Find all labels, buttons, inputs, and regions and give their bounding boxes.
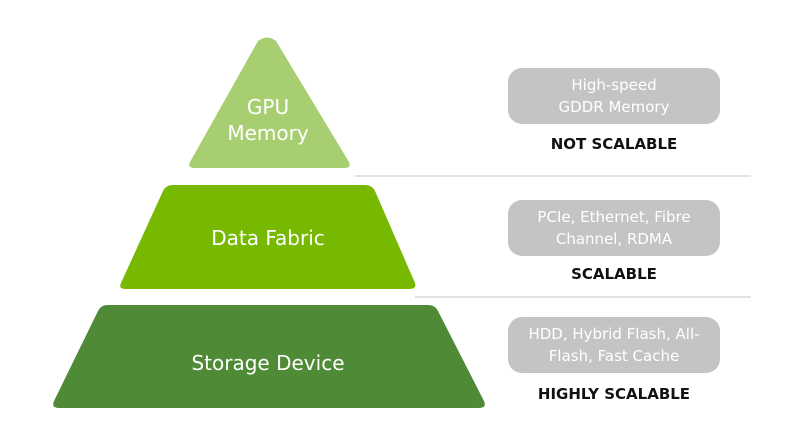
- tier-label-storage-device: Storage Device: [191, 351, 345, 375]
- scalability-label-gpu-memory: NOT SCALABLE: [550, 135, 678, 153]
- pyramid-top-tier: [189, 37, 350, 168]
- description-pill-storage-device: HDD, Hybrid Flash, All- Flash, Fast Cach…: [508, 317, 720, 373]
- description-pill-gpu-memory: High-speed GDDR Memory: [508, 68, 720, 124]
- description-pill-data-fabric: PCIe, Ethernet, Fibre Channel, RDMA: [508, 200, 720, 256]
- pyramid-bottom-tier: [53, 305, 485, 408]
- pyramid-middle-tier: [120, 185, 416, 289]
- scalability-label-data-fabric: SCALABLE: [571, 265, 657, 283]
- tier-label-gpu-memory: GPU Memory: [227, 95, 309, 145]
- tier-label-data-fabric: Data Fabric: [211, 226, 325, 250]
- scalability-label-storage-device: HIGHLY SCALABLE: [537, 385, 691, 403]
